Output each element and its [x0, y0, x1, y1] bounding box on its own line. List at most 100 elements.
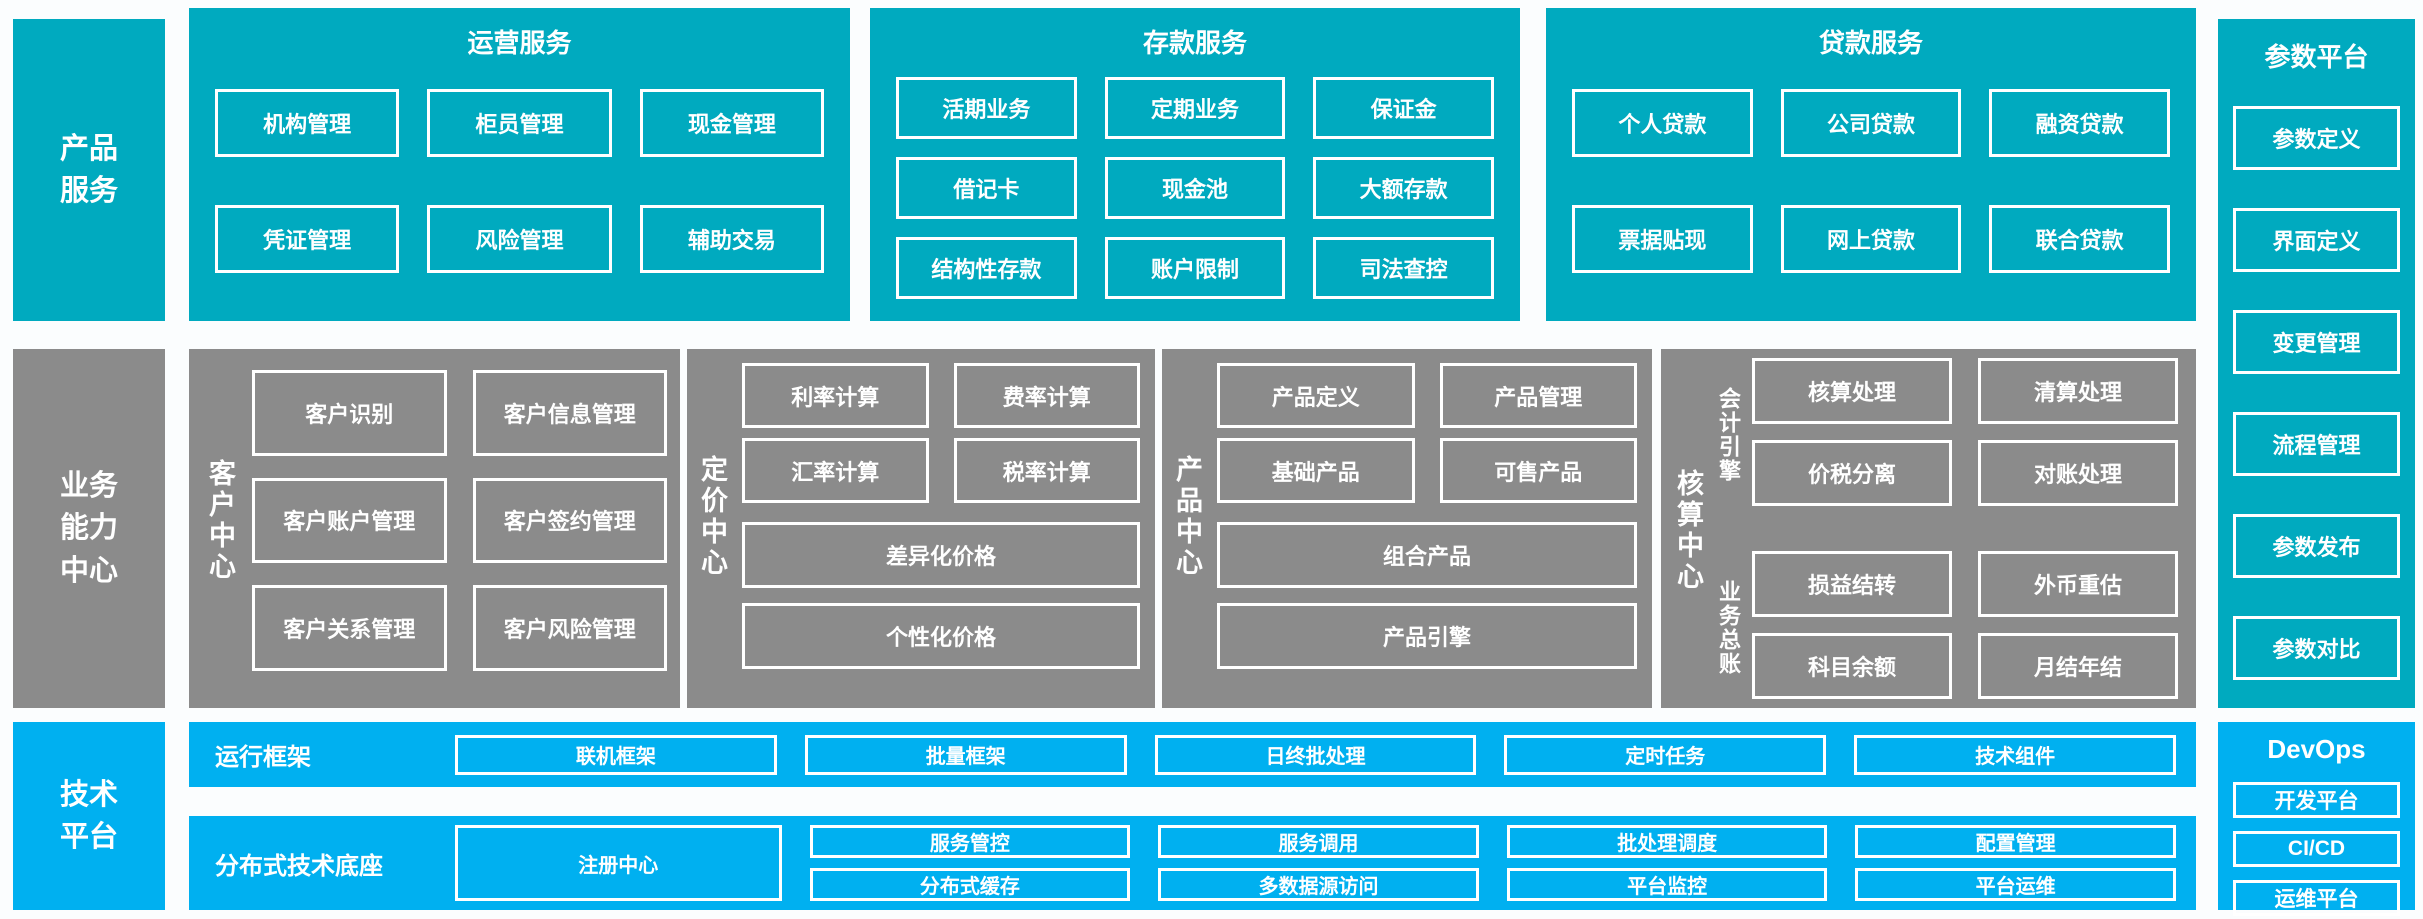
item-box: 批量框架: [804, 734, 1127, 775]
item-box: 定时任务: [1504, 734, 1827, 775]
item-box: 价税分离: [1752, 439, 1952, 506]
center-label: 产品中心: [1172, 455, 1202, 579]
section-product-center: 产品中心 产品定义 产品管理 基础产品 可售产品 组合产品 产品引擎: [1162, 349, 1652, 708]
section-title: 运营服务: [467, 28, 572, 58]
item-box: 费率计算: [953, 363, 1140, 428]
item-box: 多数据源访问: [1158, 868, 1479, 901]
item-box: 柜员管理: [427, 89, 612, 157]
business-ledger-group: 业务总账 损益结转 外币重估 科目余额 月结年结: [1712, 551, 2178, 704]
item-box: 清算处理: [1978, 358, 2178, 424]
runtime-boxes: 联机框架 批量框架 日终批处理 定时任务 技术组件: [455, 734, 2176, 775]
item-box: 客户风险管理: [472, 585, 667, 671]
item-box: 产品管理: [1439, 363, 1637, 428]
row-label: 运行框架: [215, 744, 311, 771]
item-box: 个人贷款: [1572, 89, 1753, 157]
item-box: 机构管理: [215, 89, 400, 157]
item-box: 变更管理: [2233, 310, 2400, 374]
item-box: 现金管理: [639, 89, 824, 157]
item-box: 日终批处理: [1154, 734, 1477, 775]
item-box: 外币重估: [1978, 551, 2178, 617]
item-box: 票据贴现: [1572, 205, 1753, 273]
item-box: 开发平台: [2233, 782, 2400, 818]
section-parameter-platform: 参数平台 参数定义 界面定义 变更管理 流程管理 参数发布 参数对比: [2218, 19, 2415, 708]
item-box: 界面定义: [2233, 208, 2400, 272]
item-box: 平台监控: [1506, 868, 1828, 901]
item-box: 运维平台: [2233, 880, 2400, 916]
item-box: 客户关系管理: [252, 585, 447, 671]
item-box: 网上贷款: [1780, 205, 1962, 273]
product-content: 产品定义 产品管理 基础产品 可售产品 组合产品 产品引擎: [1217, 363, 1637, 671]
item-box: 可售产品: [1439, 438, 1637, 503]
accounting-groups: 会计引擎 核算处理 清算处理 价税分离 对账处理 业务总账 损益结转 外币重估 …: [1712, 358, 2178, 704]
item-box: 借记卡: [896, 157, 1077, 219]
item-box: CI/CD: [2233, 831, 2400, 867]
section-pricing-center: 定价中心 利率计算 费率计算 汇率计算 税率计算 差异化价格 个性化价格: [687, 349, 1155, 708]
item-box: 联合贷款: [1989, 205, 2170, 273]
item-box: 风险管理: [427, 205, 612, 273]
center-label: 定价中心: [697, 455, 727, 579]
item-box: 基础产品: [1217, 438, 1415, 503]
section-title: 参数平台: [2264, 42, 2369, 72]
item-box: 客户账户管理: [252, 477, 447, 564]
distributed-column: 批处理调度 平台监控: [1506, 825, 1828, 901]
item-box: 流程管理: [2233, 412, 2400, 476]
registry-center-box: 注册中心: [455, 825, 782, 901]
item-box: 差异化价格: [742, 522, 1140, 588]
section-title: 贷款服务: [1818, 28, 1923, 58]
item-box: 利率计算: [742, 363, 929, 428]
group-label: 业务总账: [1716, 579, 1741, 676]
section-distributed-tech-base: 分布式技术底座 注册中心 服务管控 分布式缓存 服务调用 多数据源访问 批处理调…: [189, 816, 2196, 910]
item-box: 组合产品: [1217, 522, 1637, 588]
distributed-column: 服务管控 分布式缓存: [809, 825, 1131, 901]
item-box: 联机框架: [455, 734, 777, 775]
item-box: 产品定义: [1217, 363, 1415, 428]
side-label-business-capability-center: 业务 能力 中心: [13, 349, 165, 708]
section-title: DevOps: [2267, 734, 2366, 764]
item-box: 配置管理: [1855, 825, 2176, 858]
item-box: 辅助交易: [639, 205, 824, 273]
item-box: 参数定义: [2233, 106, 2400, 170]
item-box: 客户签约管理: [472, 477, 667, 564]
group-label: 会计引擎: [1716, 386, 1741, 483]
item-box: 产品引擎: [1217, 603, 1637, 669]
row-label: 分布式技术底座: [215, 852, 383, 880]
item-box: 活期业务: [896, 77, 1077, 139]
item-box: 月结年结: [1978, 632, 2178, 699]
item-box: 定期业务: [1104, 77, 1286, 139]
loan-grid: 个人贷款 公司贷款 融资贷款 票据贴现 网上贷款 联合贷款: [1546, 89, 2196, 273]
item-box: 参数对比: [2233, 616, 2400, 680]
item-box: 技术组件: [1854, 734, 2176, 775]
accounting-engine-group: 会计引擎 核算处理 清算处理 价税分离 对账处理: [1712, 358, 2178, 511]
item-box: 批处理调度: [1506, 825, 1828, 858]
item-box: 平台运维: [1855, 868, 2176, 901]
item-box: 税率计算: [953, 438, 1140, 503]
item-box: 科目余额: [1752, 632, 1952, 699]
item-box: 分布式缓存: [809, 868, 1131, 901]
distributed-column: 配置管理 平台运维: [1855, 825, 2176, 901]
side-label-technology-platform: 技术 平台: [13, 722, 165, 910]
item-box: 司法查控: [1313, 237, 1494, 299]
item-box: 现金池: [1104, 157, 1286, 219]
center-label: 核算中心: [1673, 469, 1703, 593]
accounting-engine-grid: 核算处理 清算处理 价税分离 对账处理: [1752, 358, 2178, 511]
item-box: 账户限制: [1104, 237, 1286, 299]
pricing-content: 利率计算 费率计算 汇率计算 税率计算 差异化价格 个性化价格: [742, 363, 1140, 671]
operations-grid: 机构管理 柜员管理 现金管理 凭证管理 风险管理 辅助交易: [189, 89, 850, 273]
parameter-stack: 参数定义 界面定义 变更管理 流程管理 参数发布 参数对比: [2218, 106, 2415, 680]
item-box: 融资贷款: [1989, 89, 2170, 157]
section-runtime-framework: 运行框架 联机框架 批量框架 日终批处理 定时任务 技术组件: [189, 722, 2196, 787]
item-box: 服务管控: [809, 825, 1131, 858]
item-box: 大额存款: [1313, 157, 1494, 219]
center-label: 客户中心: [205, 458, 235, 583]
item-box: 核算处理: [1752, 358, 1952, 424]
item-box: 保证金: [1313, 77, 1494, 139]
item-box: 对账处理: [1978, 439, 2178, 506]
pricing-grid: 利率计算 费率计算 汇率计算 税率计算: [742, 363, 1140, 503]
item-box: 公司贷款: [1780, 89, 1962, 157]
item-box: 损益结转: [1752, 551, 1952, 617]
item-box: 结构性存款: [896, 237, 1077, 299]
item-box: 凭证管理: [215, 205, 400, 273]
item-box: 参数发布: [2233, 514, 2400, 578]
section-deposit-services: 存款服务 活期业务 定期业务 保证金 借记卡 现金池 大额存款 结构性存款 账户…: [870, 8, 1520, 321]
